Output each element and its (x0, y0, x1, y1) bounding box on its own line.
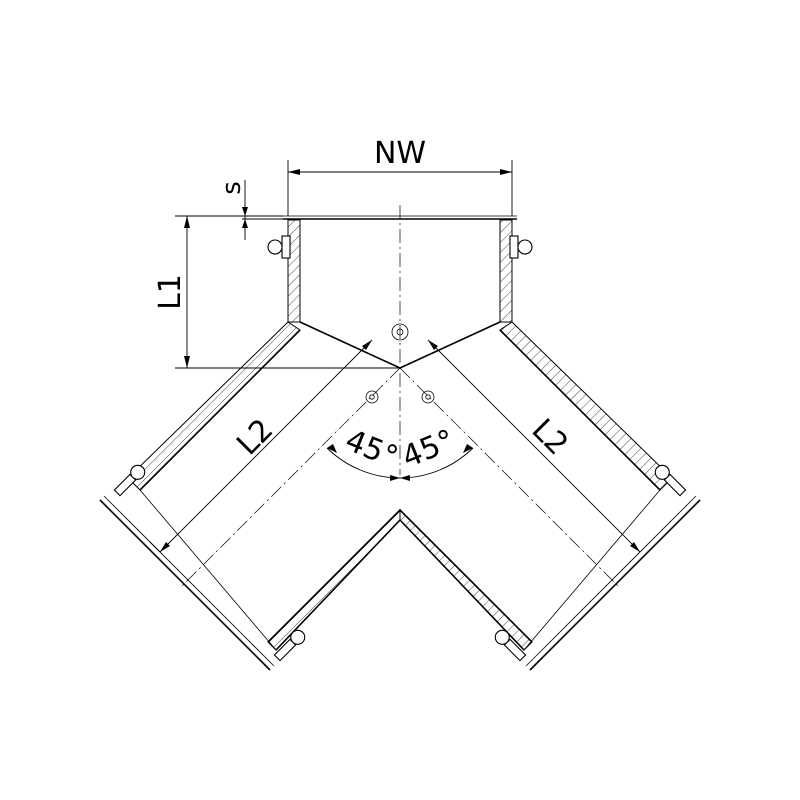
label-angle-left: 45° (340, 423, 402, 475)
left-branch (99, 321, 401, 671)
right-branch (399, 321, 701, 671)
label-angle-right: 45° (397, 423, 459, 475)
angle-arcs (326, 444, 474, 481)
dimension-l2-left (149, 339, 373, 553)
label-s: s (217, 181, 247, 195)
clamp-icon (113, 235, 687, 662)
dimension-l2-right (427, 339, 641, 553)
center-lines (179, 205, 621, 589)
bolt-icon (365, 323, 435, 404)
label-l2-right: L2 (525, 412, 575, 462)
crotch-edge (267, 508, 533, 643)
dimension-l1 (175, 215, 400, 369)
label-l1: L1 (153, 274, 188, 310)
label-l2-left: L2 (230, 412, 280, 462)
dimension-nw (287, 160, 513, 216)
dimension-s (242, 180, 283, 240)
label-nw: NW (374, 136, 426, 171)
inlet-section (283, 215, 517, 369)
